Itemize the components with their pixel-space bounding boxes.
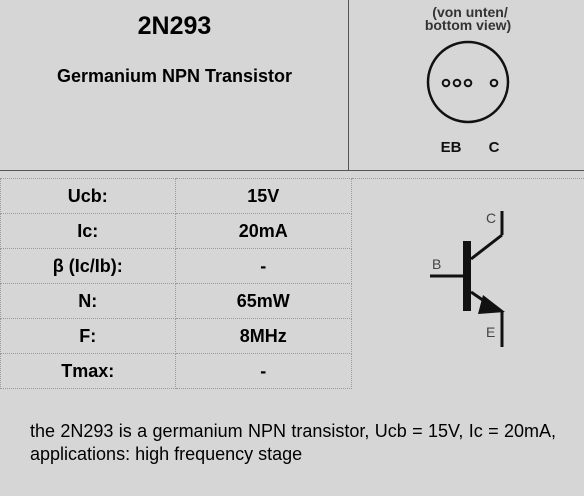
spec-label-ucb: Ucb: — [0, 178, 176, 214]
bottom-view-note-line1: (von unten/ — [432, 4, 508, 20]
base-pin — [452, 78, 462, 88]
spec-value-power: 65mW — [174, 283, 352, 319]
table-row: β (Ic/Ib): - — [0, 248, 352, 284]
npn-transistor-symbol: B C E — [430, 210, 505, 347]
spec-label-beta: β (Ic/Ib): — [0, 248, 176, 284]
header-section: 2N293 Germanium NPN Transistor (von unte… — [0, 0, 584, 171]
bottom-view-note-line2: bottom view) — [425, 17, 511, 33]
spec-value-tmax: - — [174, 353, 352, 389]
base-label: B — [432, 256, 441, 272]
spec-value-frequency: 8MHz — [174, 318, 352, 354]
spec-value-beta: - — [174, 248, 352, 284]
table-row: N: 65mW — [0, 283, 352, 319]
table-row: F: 8MHz — [0, 318, 352, 354]
emitter-base-pin-labels: EB — [441, 139, 462, 156]
spec-value-ucb: 15V — [174, 178, 352, 214]
unused-pin — [463, 78, 473, 88]
pinout-diagram: (von unten/ bottom view) EB C — [350, 0, 584, 170]
collector-pin — [489, 78, 499, 88]
spec-label-frequency: F: — [0, 318, 176, 354]
collector-pin-label: C — [489, 139, 500, 156]
collector-label: C — [486, 210, 496, 226]
emitter-pin — [441, 78, 451, 88]
spec-label-ic: Ic: — [0, 213, 176, 249]
summary-text: the 2N293 is a germanium NPN transistor,… — [30, 421, 556, 464]
spec-value-ic: 20mA — [174, 213, 352, 249]
spec-label-power: N: — [0, 283, 176, 319]
specs-table: Ucb: 15V Ic: 20mA β (Ic/Ib): - N: 65mW F… — [0, 178, 352, 389]
title-cell: 2N293 Germanium NPN Transistor — [0, 0, 349, 170]
schematic-symbol-cell: B C E — [352, 178, 584, 379]
emitter-arrow-icon — [478, 295, 505, 314]
pinout-drawing: (von unten/ bottom view) EB C — [425, 4, 511, 156]
table-row: Ic: 20mA — [0, 213, 352, 249]
part-number-title: 2N293 — [137, 12, 212, 40]
part-description: Germanium NPN Transistor — [56, 66, 293, 86]
collector-lead — [470, 233, 503, 261]
spec-label-tmax: Tmax: — [0, 353, 176, 389]
base-bar — [463, 241, 471, 311]
table-row: Ucb: 15V — [0, 178, 352, 214]
table-row: Tmax: - — [0, 353, 352, 389]
transistor-case-outline — [426, 40, 510, 124]
emitter-label: E — [486, 324, 495, 340]
